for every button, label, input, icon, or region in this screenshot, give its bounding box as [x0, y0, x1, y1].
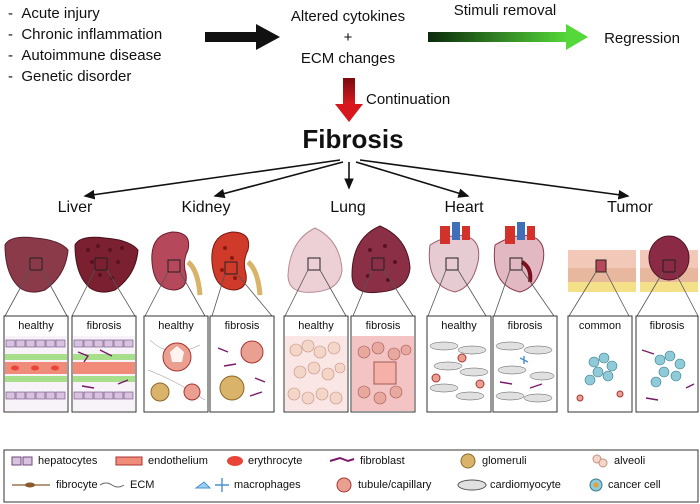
panel-label-tumor-common: common: [578, 320, 622, 332]
legend-cancer-cell: cancer cell: [608, 479, 661, 491]
organ-title-lung: Lung: [330, 199, 366, 216]
liver-fibrosis-organ: [74, 236, 139, 293]
panel-label-lung-fibrosis: fibrosis: [365, 320, 401, 332]
regression-arrow: [428, 24, 588, 50]
organ-title-tumor: Tumor: [607, 199, 653, 216]
tumor-common-tissue: [569, 336, 631, 411]
panel-label-heart-healthy: healthy: [441, 320, 477, 332]
fanout-arrows: [83, 159, 630, 200]
legend-ecm: ECM: [130, 479, 155, 491]
ecm-icon: [99, 482, 125, 488]
lung-healthy-organ: [287, 227, 343, 293]
altered-cytokines-text: Altered cytokines: [290, 8, 406, 25]
cause-item: - Autoimmune disease: [8, 47, 162, 64]
alveoli-icon: [592, 454, 608, 468]
kidney-fibrosis-tissue: [211, 336, 273, 411]
plus-sign: +: [343, 29, 353, 46]
panel-label-heart-fibrosis: fibrosis: [507, 320, 543, 332]
cancer-cell-icon: [589, 478, 603, 492]
liver-healthy-tissue: [5, 336, 67, 411]
legend-cardiomyocyte: cardiomyocyte: [490, 479, 561, 491]
hepatocytes-icon: [11, 456, 33, 466]
cause-item: - Genetic disorder: [8, 68, 132, 85]
legend-tubule-capillary: tubule/capillary: [358, 479, 432, 491]
panel-label-liver-healthy: healthy: [18, 320, 54, 332]
tumor-common-organ: [568, 250, 636, 292]
continuation-arrow: [335, 78, 363, 122]
tumor-fibrosis-organ: [640, 235, 698, 292]
regression-label: Regression: [604, 30, 680, 47]
legend-alveoli: alveoli: [614, 455, 646, 467]
kidney-fibrosis-organ: [211, 231, 263, 296]
cause-item: - Acute injury: [8, 5, 100, 22]
lung-fibrosis-tissue: [352, 336, 414, 411]
organ-title-liver: Liver: [57, 199, 93, 216]
kidney-healthy-tissue: [145, 336, 207, 411]
legend-glomeruli: glomeruli: [482, 455, 527, 467]
heart-healthy-organ: [428, 222, 480, 293]
cause-item: - Chronic inflammation: [8, 26, 163, 43]
legend-fibrocyte: fibrocyte: [56, 479, 98, 491]
organ-title-kidney: Kidney: [181, 199, 231, 216]
erythrocyte-icon: [227, 456, 243, 466]
liver-fibrosis-tissue: [73, 336, 135, 411]
tumor-fibrosis-tissue: [637, 336, 697, 411]
heart-fibrosis-tissue: [494, 336, 556, 411]
legend-hepatocytes: hepatocytes: [38, 455, 98, 467]
glomeruli-icon: [460, 453, 476, 469]
lung-fibrosis-organ: [351, 225, 411, 294]
organ-title-heart: Heart: [444, 199, 484, 216]
heart-fibrosis-organ: [493, 222, 545, 293]
panel-label-lung-healthy: healthy: [298, 320, 334, 332]
kidney-healthy-organ: [151, 231, 203, 296]
liver-healthy-organ: [4, 236, 69, 293]
panel-label-kidney-healthy: healthy: [158, 320, 194, 332]
legend-erythrocyte: erythrocyte: [248, 455, 303, 467]
lung-healthy-tissue: [285, 336, 347, 411]
macrophages-icon: [194, 478, 229, 492]
fibrocyte-icon: [12, 482, 50, 488]
stimuli-removal-label: Stimuli removal: [453, 2, 557, 19]
causes-arrow: [205, 24, 280, 50]
tubule-capillary-icon: [336, 477, 352, 493]
panel-label-kidney-fibrosis: fibrosis: [224, 320, 260, 332]
panel-label-tumor-fibrosis: fibrosis: [649, 320, 685, 332]
fibroblast-icon: [329, 456, 355, 463]
panel-label-liver-fibrosis: fibrosis: [86, 320, 122, 332]
zoom-lines: [4, 269, 699, 317]
causes-list: - Acute injury - Chronic inflammation - …: [8, 3, 162, 87]
fibrosis-title: Fibrosis: [302, 124, 404, 154]
legend-macrophages: macrophages: [234, 479, 301, 491]
continuation-label: Continuation: [366, 91, 451, 108]
cardiomyocyte-icon: [457, 479, 487, 491]
endothelium-icon: [115, 456, 143, 466]
legend-endothelium: endothelium: [148, 455, 208, 467]
ecm-changes-text: ECM changes: [300, 50, 396, 67]
heart-healthy-tissue: [428, 336, 490, 411]
legend-fibroblast: fibroblast: [360, 455, 405, 467]
